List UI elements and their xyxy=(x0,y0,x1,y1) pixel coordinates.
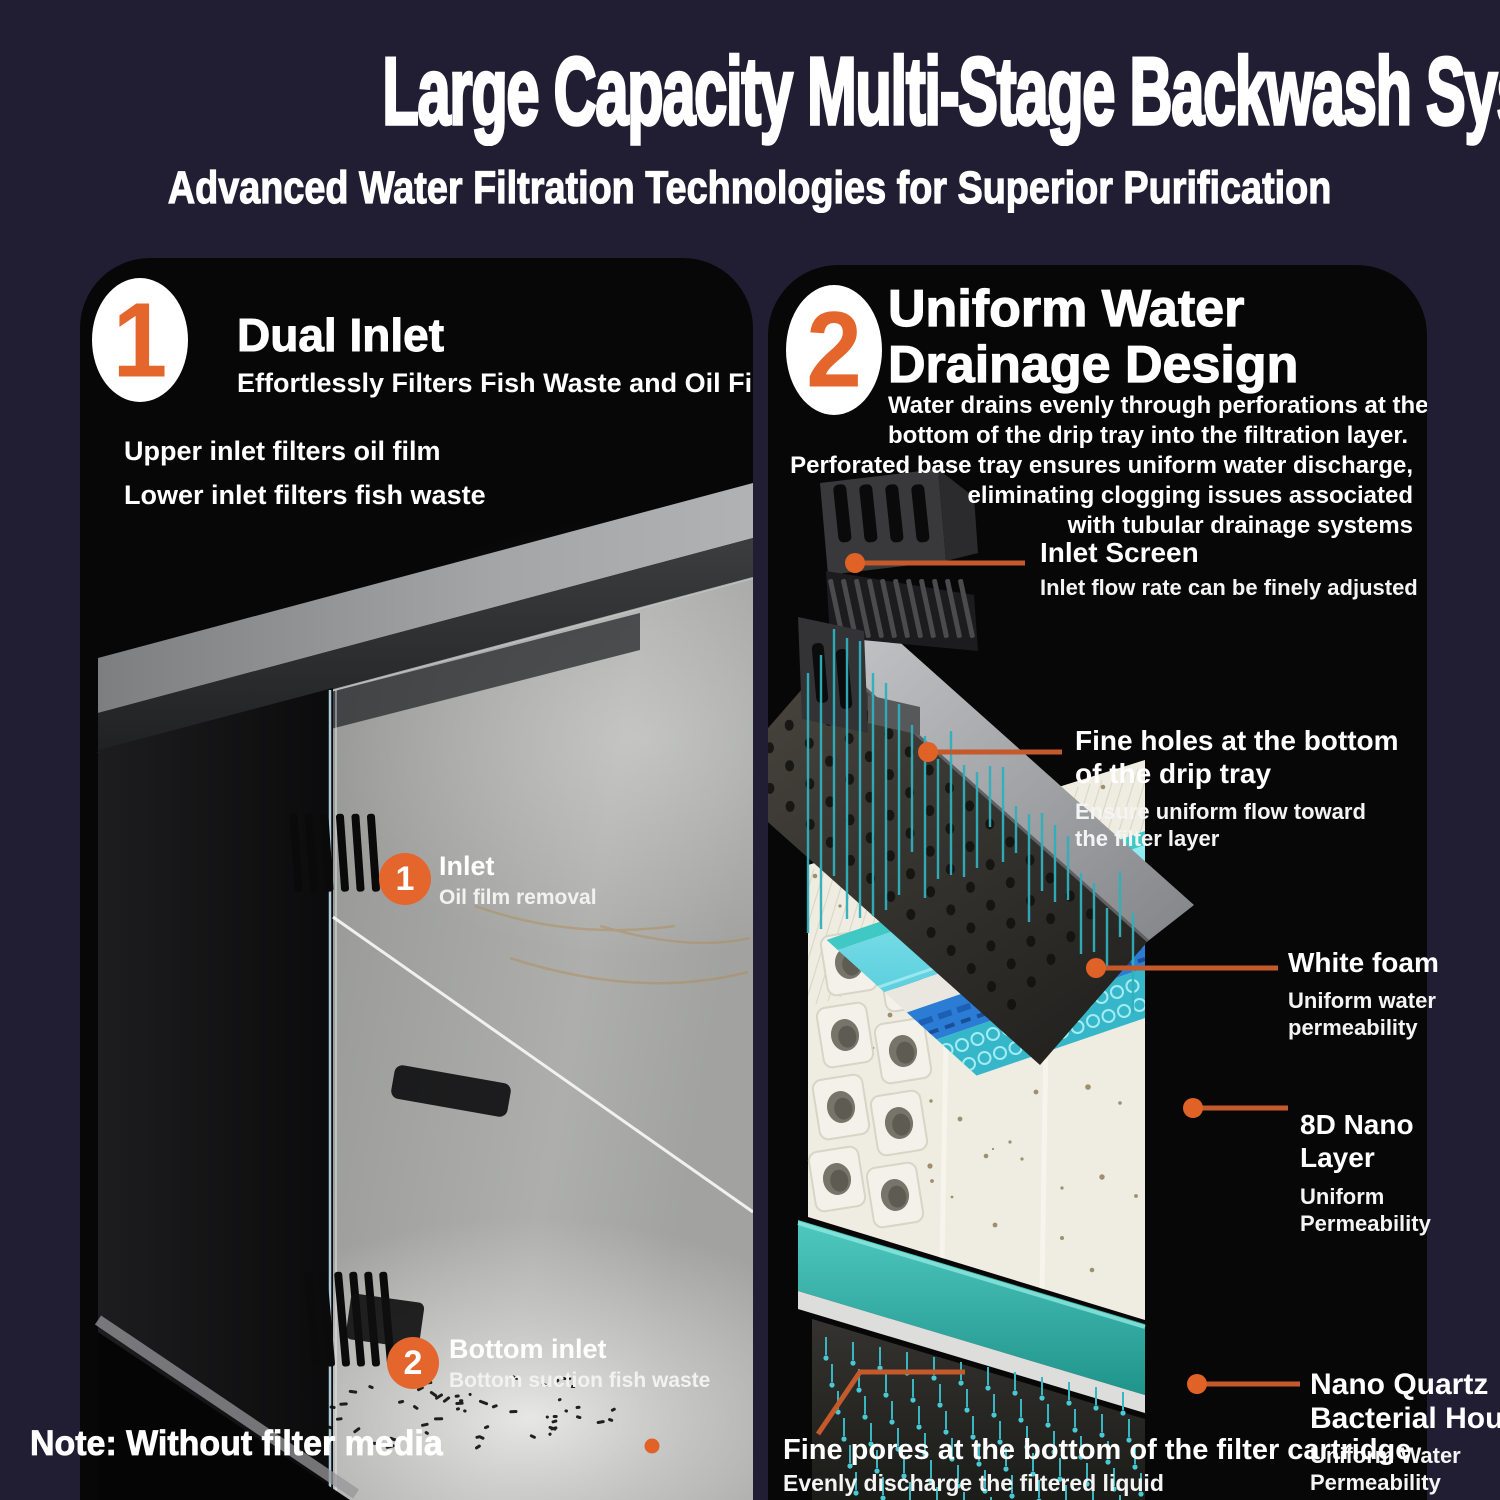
panel2-intro-line2: bottom of the drip tray into the filtrat… xyxy=(888,422,1409,449)
nano-layer-label-line1: 8D Nano xyxy=(1300,1109,1414,1140)
drip-tray-side xyxy=(830,621,1194,941)
fine-holes-label-line2: of the drip tray xyxy=(1075,758,1272,789)
inlet-screen-part xyxy=(798,469,978,735)
panel-dual-inlet: 1 Dual Inlet Effortlessly Filters Fish W… xyxy=(80,258,753,1500)
panel1-bullet-2: Lower inlet filters fish waste xyxy=(124,480,486,510)
white-foam-sub-line1: Uniform water xyxy=(1288,988,1436,1013)
bacterial-house-label-line2: Bacterial House xyxy=(1310,1402,1500,1435)
bottom-inlet-callout-label: Bottom inlet xyxy=(449,1334,607,1364)
water-streams xyxy=(806,629,1135,1013)
callout-fine-holes: Fine holes at the bottom of the drip tra… xyxy=(1075,724,1399,852)
glass-bottom-edge xyxy=(94,1315,360,1499)
fine-holes-sub-line2: the filter layer xyxy=(1075,826,1220,851)
slab-top-edge xyxy=(797,1221,1146,1329)
fine-pores-sub: Evenly discharge the filtered liquid xyxy=(783,1470,1164,1496)
inlet-callout-badge: 1 xyxy=(379,853,431,905)
panel2-body-line3: with tubular drainage systems xyxy=(1067,512,1413,539)
white-foam-label: White foam xyxy=(1288,947,1439,978)
panel1-heading: Dual Inlet xyxy=(236,309,445,362)
glass-reflection-line xyxy=(332,915,753,1214)
tray-lip xyxy=(798,1291,1145,1413)
panel1-subheading: Effortlessly Filters Fish Waste and Oil … xyxy=(237,368,753,398)
callout-fine-pores: Fine pores at the bottom of the filter c… xyxy=(783,1434,1411,1497)
filter-layers-illustration xyxy=(768,469,1194,1500)
panel1-bullet-1: Upper inlet filters oil film xyxy=(124,436,441,466)
inlet-callout-number: 1 xyxy=(395,859,415,898)
page-title: Large Capacity Multi-Stage Backwash Syst… xyxy=(381,38,1500,145)
tank-lid-front xyxy=(98,538,753,753)
inlet-latch xyxy=(391,1065,511,1117)
oil-film-swirls xyxy=(474,904,751,985)
callout-inlet-screen: Inlet Screen Inlet flow rate can be fine… xyxy=(1040,536,1418,601)
callout-white-foam: White foam Uniform water permeability xyxy=(1288,946,1439,1041)
foreground-shadow xyxy=(98,1332,350,1500)
bottom-perforated-plate xyxy=(812,1319,1145,1500)
fine-holes-label-line1: Fine holes at the bottom xyxy=(1075,725,1399,756)
leader-dot-icon xyxy=(644,1438,660,1454)
bottom-inlet-callout-number: 2 xyxy=(403,1343,423,1382)
step-1-number: 1 xyxy=(112,280,168,399)
inlet-screen-sub: Inlet flow rate can be finely adjusted xyxy=(1040,575,1418,600)
callout-bacterial-house: Nano Quartz Bacterial House Uniform Wate… xyxy=(1310,1368,1500,1496)
panel2-heading-line2: Drainage Design xyxy=(887,336,1299,394)
step-2-badge: 2 xyxy=(786,285,882,415)
note-text: Note: Without filter media xyxy=(30,1424,444,1464)
inlet-screen-label: Inlet Screen xyxy=(1040,537,1199,568)
panel2-intro: Water drains evenly through perforations… xyxy=(888,391,1427,451)
panel-drainage-design: 2 Uniform Water Drainage Design Water dr… xyxy=(768,265,1427,1500)
header: Large Capacity Multi-Stage Backwash Syst… xyxy=(0,38,1500,145)
bacterial-house-sub-line1: Uniform Water xyxy=(1310,1443,1461,1468)
inlet-callout-label: Inlet xyxy=(439,851,495,881)
inlet-callout-sub: Oil film removal xyxy=(439,886,597,909)
upper-vent-slats xyxy=(289,813,380,892)
fine-pores-label: Fine pores at the bottom of the filter c… xyxy=(783,1434,1412,1466)
panel2-heading: Uniform Water Drainage Design xyxy=(887,280,1299,394)
panel2-heading-line1: Uniform Water xyxy=(887,280,1245,338)
bottom-inlet-callout-sub: Bottom suction fish waste xyxy=(449,1369,711,1392)
page-subtitle: Advanced Water Filtration Technologies f… xyxy=(168,162,1333,213)
step-2-number: 2 xyxy=(806,288,862,410)
callout-nano-layer: 8D Nano Layer Uniform Permeability xyxy=(1300,1108,1431,1237)
bacterial-house-sub-line2: Permeability xyxy=(1310,1470,1441,1495)
white-foam-sub-line2: permeability xyxy=(1288,1015,1418,1040)
fish-waste-speckles xyxy=(327,1375,616,1450)
panel2-intro-line1: Water drains evenly through perforations… xyxy=(888,392,1427,419)
fine-holes-sub-line1: Ensure uniform flow toward xyxy=(1075,799,1366,824)
nano-layer-label-line2: Layer xyxy=(1300,1142,1375,1173)
bacterial-house-slab xyxy=(798,1220,1145,1395)
tank-left-side xyxy=(98,688,333,1500)
nano-layer-sub-line2: Permeability xyxy=(1300,1211,1431,1236)
panel2-body-line2: eliminating clogging issues associated xyxy=(967,482,1413,509)
lid-end-cap xyxy=(260,613,640,747)
tank-lid-top xyxy=(98,483,753,713)
aquarium-tank-illustration xyxy=(94,483,753,1500)
header-subtitle-row: Advanced Water Filtration Technologies f… xyxy=(0,162,1500,213)
bacterial-house-label-line1: Nano Quartz xyxy=(1310,1368,1489,1401)
panel2-body: Perforated base tray ensures uniform wat… xyxy=(790,451,1413,541)
lower-bracket xyxy=(345,1293,425,1349)
nano-layer-sub-line1: Uniform xyxy=(1300,1184,1385,1209)
step-1-badge: 1 xyxy=(92,278,188,402)
bottom-inlet-callout-badge: 2 xyxy=(387,1337,439,1389)
panel2-body-line1: Perforated base tray ensures uniform wat… xyxy=(790,452,1413,479)
